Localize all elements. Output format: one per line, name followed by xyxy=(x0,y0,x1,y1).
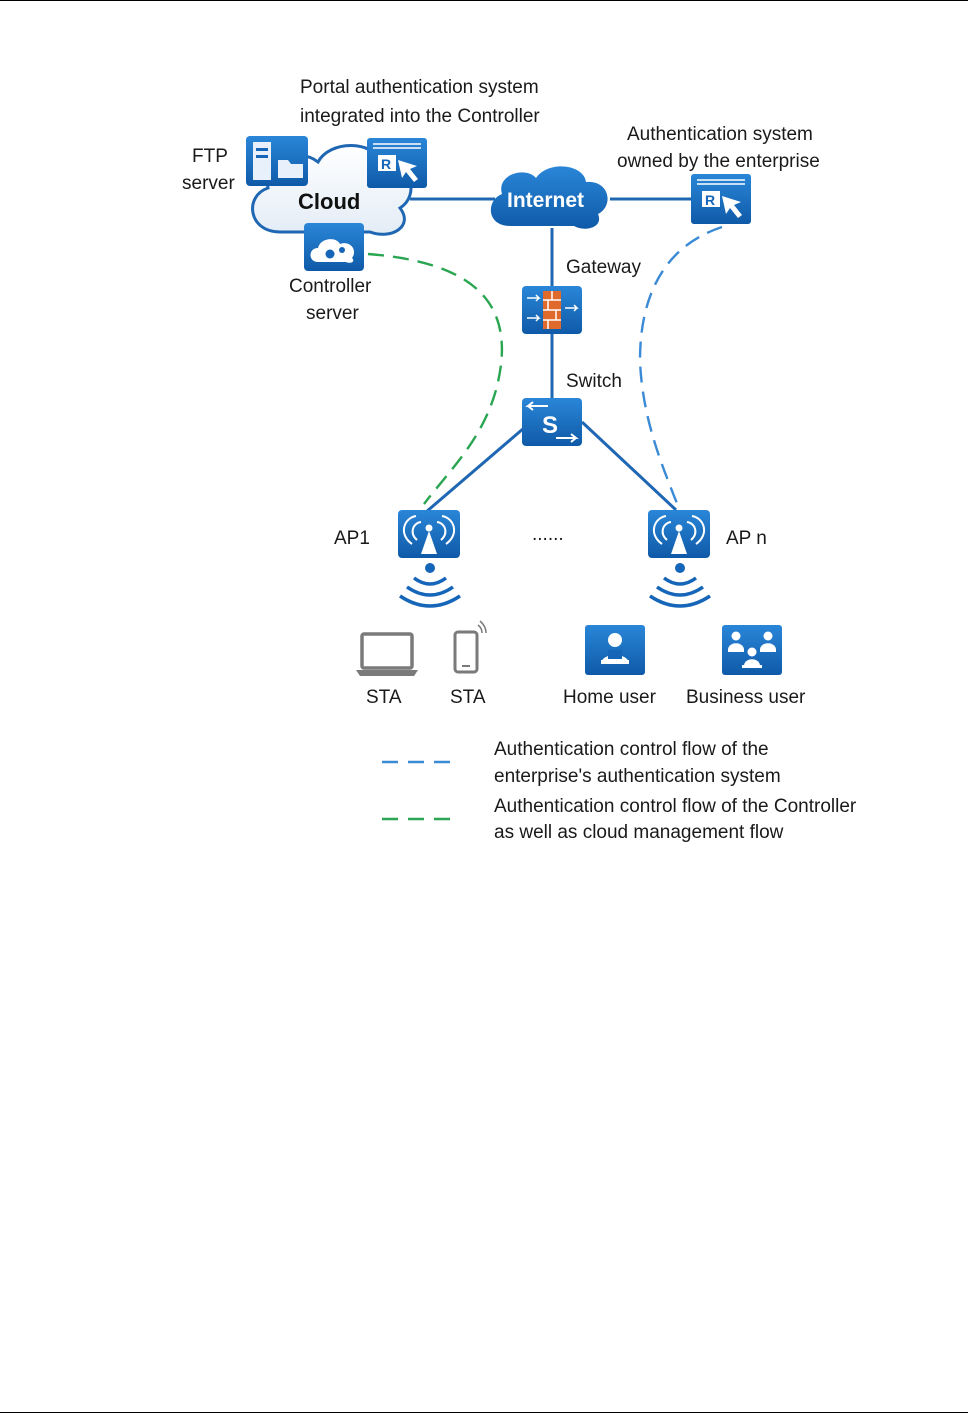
ap-ellipsis: ...... xyxy=(532,524,564,545)
ap1-label: AP1 xyxy=(334,528,370,549)
home-user-icon xyxy=(585,625,645,675)
phone-icon xyxy=(453,620,487,674)
wifi-signal-icon xyxy=(649,563,711,608)
ap-icon xyxy=(398,510,460,558)
sta-label: STA xyxy=(366,687,402,708)
ftp-label: FTP server xyxy=(182,146,235,194)
links xyxy=(410,197,692,514)
enterprise-auth-server-icon: R xyxy=(691,174,751,224)
ftp-server-icon xyxy=(246,136,308,186)
portal-server-icon: R xyxy=(367,138,427,188)
legend-text-controller: Authentication control flow of the Contr… xyxy=(494,796,862,843)
business-user-label: Business user xyxy=(686,687,806,708)
gateway-firewall-icon xyxy=(522,286,582,334)
cloud-label: Cloud xyxy=(298,189,360,214)
business-user-icon xyxy=(722,625,782,675)
portal-label: Portal authentication system integrated … xyxy=(300,77,544,127)
svg-text:R: R xyxy=(705,192,715,208)
enterprise-flow-dashed xyxy=(638,225,723,507)
apn-label: AP n xyxy=(726,528,767,549)
bottom-rule xyxy=(0,1412,968,1413)
link-switch-apn xyxy=(580,420,678,512)
switch-label: Switch xyxy=(566,371,622,392)
internet-label: Internet xyxy=(507,189,584,212)
legend-text-enterprise: Authentication control flow of the enter… xyxy=(494,739,781,787)
switch-icon: S xyxy=(522,398,582,446)
sta-label: STA xyxy=(450,687,486,708)
svg-text:R: R xyxy=(381,156,391,172)
wifi-signal-icon xyxy=(399,563,461,608)
controller-server-icon xyxy=(304,223,364,271)
controller-flow-dashed xyxy=(367,252,504,505)
gateway-label: Gateway xyxy=(566,257,641,278)
ap-icon xyxy=(648,510,710,558)
link-switch-ap1 xyxy=(425,426,525,514)
internet-cloud-icon xyxy=(490,166,608,229)
laptop-icon xyxy=(356,632,418,676)
controller-label: Controller server xyxy=(289,276,377,324)
home-user-label: Home user xyxy=(563,687,657,708)
legend: Authentication control flow of the enter… xyxy=(382,739,862,843)
enterprise-auth-label: Authentication system owned by the enter… xyxy=(617,124,820,172)
svg-text:S: S xyxy=(542,412,558,439)
top-rule xyxy=(0,0,968,1)
